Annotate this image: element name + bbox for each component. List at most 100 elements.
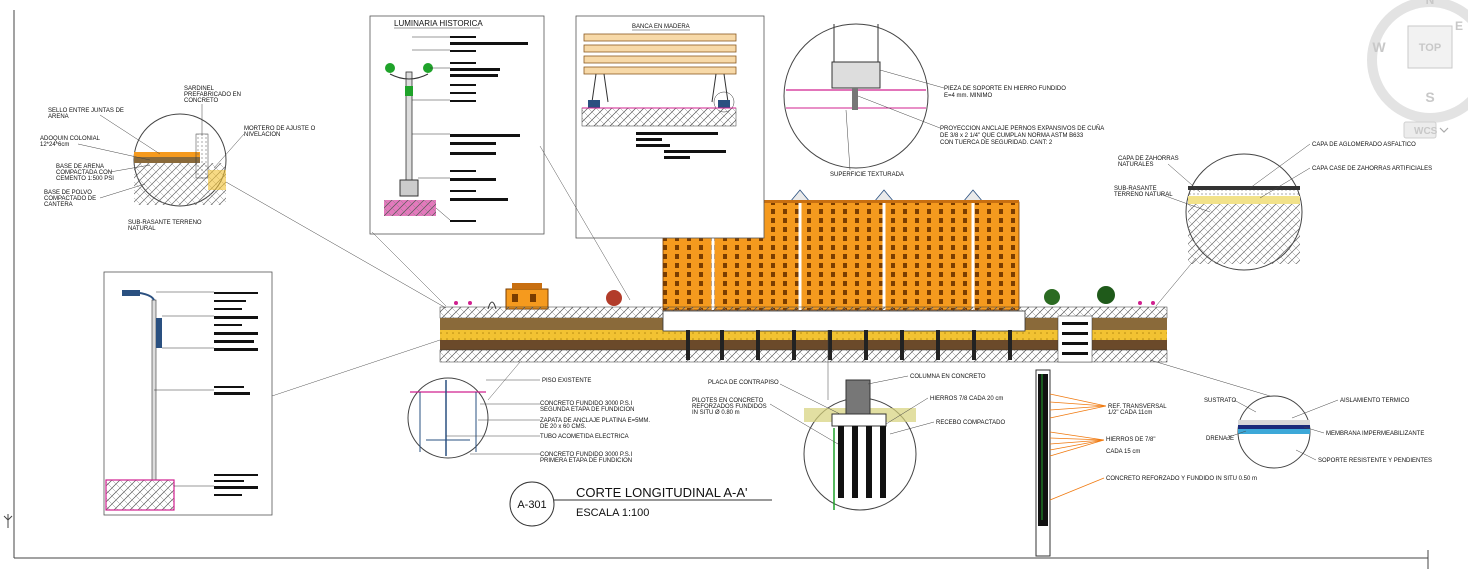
drawing-element xyxy=(450,198,508,201)
drawing-element xyxy=(769,330,935,445)
leader-lines xyxy=(271,145,631,401)
drawing-label: IN SITU Ø 0.80 m xyxy=(692,410,740,416)
drawing-label: 1/2" CADA 11cm xyxy=(1108,410,1152,416)
drawing-element xyxy=(1149,359,1271,397)
drawing-element xyxy=(450,42,528,45)
drawing-label: HIERROS 7/8 CADA 20 cm xyxy=(930,396,1003,402)
drawing-element xyxy=(369,15,545,235)
viewcube-top-label[interactable]: TOP xyxy=(1419,42,1441,54)
drawing-element xyxy=(1151,301,1155,305)
drawing-label: CONCRETO FUNDIDO 3000 P.S.I xyxy=(540,452,632,458)
drawing-element xyxy=(900,330,904,360)
viewcube-south[interactable]: S xyxy=(1425,89,1434,105)
drawing-element xyxy=(1049,431,1105,441)
drawing-element xyxy=(1291,399,1339,419)
drawing-element xyxy=(1149,359,1339,461)
drawing-element xyxy=(718,100,730,108)
viewcube-north[interactable]: N xyxy=(1426,0,1435,7)
drawing-label: SARDINEL xyxy=(184,86,215,92)
tree-red xyxy=(606,290,622,306)
drawing-element xyxy=(214,340,254,343)
drawing-element xyxy=(1238,420,1310,425)
drawing-element xyxy=(271,339,441,397)
drawing-element xyxy=(213,133,245,169)
drawing-element xyxy=(664,156,690,159)
drawing-element xyxy=(3,515,9,521)
drawing-element xyxy=(440,330,1167,340)
drawing-element xyxy=(1249,143,1311,189)
drawing-element xyxy=(936,330,940,360)
drawing-label: PRIMERA ETAPA DE FUNDICION xyxy=(540,458,632,464)
drawing-element xyxy=(581,107,737,127)
drawing-element xyxy=(583,44,737,53)
drawing-label: PILOTES EN CONCRETO xyxy=(692,398,764,404)
drawing-label: RECEBO COMPACTADO xyxy=(936,420,1005,426)
drawing-element xyxy=(214,292,258,496)
drawing-element xyxy=(423,63,433,73)
banca-title: BANCA EN MADERA xyxy=(632,24,690,30)
drawing-element xyxy=(663,200,1019,203)
drawing-label: TUBO ACOMETIDA ELECTRICA xyxy=(540,434,629,440)
title-block: A-301 CORTE LONGITUDINAL A-A' ESCALA 1:1… xyxy=(509,481,772,527)
drawing-element xyxy=(583,66,737,75)
viewcube-ring-icon[interactable] xyxy=(1367,0,1468,123)
drawing-element xyxy=(636,132,718,135)
drawing-element xyxy=(583,33,737,75)
drawing-element xyxy=(450,62,476,64)
drawing-label: E=4 mm. MINIMO xyxy=(944,93,993,99)
drawing-element xyxy=(134,157,200,163)
drawing-element xyxy=(450,134,520,137)
drawing-element xyxy=(583,33,737,42)
drawing-label: NATURALES xyxy=(1118,162,1154,168)
detail-luminaria-moderna xyxy=(103,271,273,516)
drawing-element xyxy=(838,426,844,498)
drawing-element xyxy=(450,220,476,222)
drawing-element xyxy=(468,301,472,305)
drawing-element xyxy=(1049,439,1105,451)
drawing-element xyxy=(214,308,242,310)
drawing-element xyxy=(539,145,631,301)
drawing-element xyxy=(756,330,760,360)
wcs-menu-button[interactable] xyxy=(1403,121,1437,139)
drawing-element xyxy=(214,474,258,476)
drawing-element xyxy=(195,133,209,179)
drawing-element xyxy=(225,181,447,309)
drawing-element xyxy=(831,413,887,427)
drawing-label: CONCRETO xyxy=(184,98,219,104)
drawing-element xyxy=(214,300,246,302)
drawing-element xyxy=(512,294,518,302)
drawing-element xyxy=(450,190,476,192)
drawing-element xyxy=(385,63,395,73)
drawing-element xyxy=(1062,322,1088,355)
drawing-label: PIEZA DE SOPORTE EN HIERRO FUNDIDO xyxy=(944,86,1066,92)
drawing-element xyxy=(214,316,258,319)
drawing-element xyxy=(769,403,839,445)
drawing-element xyxy=(384,200,436,216)
drawing-label: ADOQUIN COLONIAL xyxy=(40,136,101,142)
drawing-element xyxy=(1188,196,1300,204)
drawing-element xyxy=(435,207,451,221)
viewcube[interactable]: TOP N W S WCS E xyxy=(1367,0,1468,139)
drawing-element xyxy=(779,383,841,415)
drawing-element xyxy=(154,291,214,487)
viewcube-top-face[interactable] xyxy=(1407,25,1453,69)
drawing-element xyxy=(880,426,886,498)
detail-pieza-soporte: PIEZA DE SOPORTE EN HIERRO FUNDIDO E=4 m… xyxy=(783,23,1104,178)
drawing-element xyxy=(591,73,729,103)
drawing-element xyxy=(214,348,258,351)
drawing-element xyxy=(1167,163,1201,193)
drawing-element xyxy=(867,375,909,385)
drawing-label: MORTERO DE AJUSTE O xyxy=(244,126,316,132)
drawing-element xyxy=(866,426,872,498)
drawing-label: CADA 15 cm xyxy=(1106,449,1140,455)
viewcube-west[interactable]: W xyxy=(1372,39,1386,55)
drawing-element xyxy=(1049,393,1107,501)
drawing-element xyxy=(440,340,1167,350)
drawing-element xyxy=(407,377,489,459)
drawing-element xyxy=(1159,193,1211,213)
drawing-label: SUSTRATO xyxy=(1204,398,1236,404)
drawing-element xyxy=(208,170,226,190)
drawing-label: NIVELACION xyxy=(244,132,280,138)
drawing-element xyxy=(450,36,528,222)
